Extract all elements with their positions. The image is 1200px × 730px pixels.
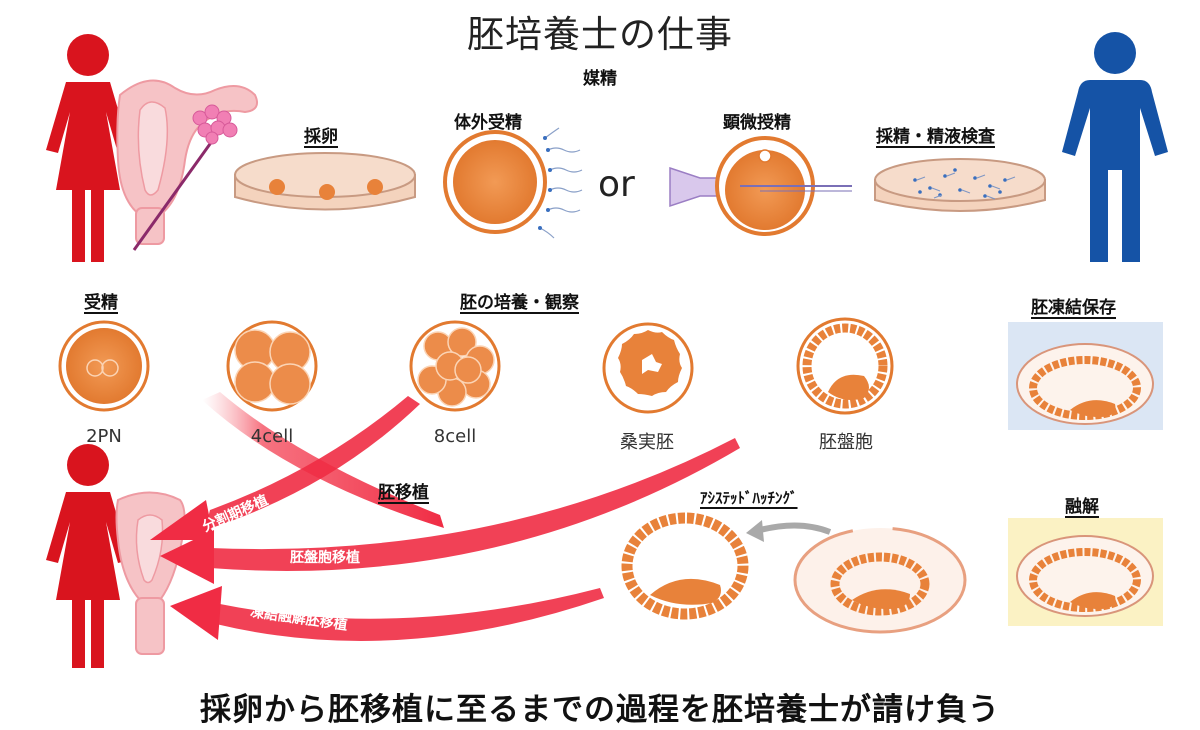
stage-2pn-label: 2PN xyxy=(86,426,122,447)
thawing-label: 融解 xyxy=(1065,497,1099,517)
sperm-dish-icon xyxy=(874,158,1046,212)
transfer-arrow-cleavage xyxy=(150,392,444,540)
stage-blastocyst-label: 胚盤胞 xyxy=(819,432,873,453)
egg-retrieval-dish-icon xyxy=(234,152,416,211)
ivf-label: 体外受精 xyxy=(454,113,522,133)
transfer-arrow-blastocyst xyxy=(160,438,740,584)
cryopreservation-panel-icon xyxy=(1008,322,1163,430)
embryo-morula-icon xyxy=(602,322,694,414)
culture-observation-label: 胚の培養・観察 xyxy=(460,293,579,313)
embryo-2pn-icon xyxy=(58,320,150,412)
assisted-hatching-icon xyxy=(621,512,967,634)
embryo-transfer-label: 胚移植 xyxy=(378,483,429,503)
assisted-hatching-label: ｱｼｽﾃｯﾄﾞﾊｯﾁﾝｸﾞ xyxy=(700,489,798,507)
thawing-panel-icon xyxy=(1008,518,1163,626)
embryo-8cell-icon xyxy=(409,320,501,412)
icsi-egg-icon xyxy=(669,136,852,236)
cryopreservation-label: 胚凍結保存 xyxy=(1031,298,1116,318)
male-figure-icon xyxy=(1062,32,1168,262)
arrow-label-blastocyst: 胚盤胞移植 xyxy=(290,550,360,566)
ivf-egg-icon xyxy=(443,127,583,239)
page-title: 胚培養士の仕事 xyxy=(467,13,733,56)
footer-caption: 採卵から胚移植に至るまでの過程を胚培養士が請け負う xyxy=(200,692,1000,728)
stage-8cell-label: 8cell xyxy=(433,426,477,447)
fertilization-label: 受精 xyxy=(84,293,118,313)
icsi-label: 顕微授精 xyxy=(723,113,791,133)
transfer-arrow-frozen xyxy=(170,586,604,641)
uterus-ovary-top-icon xyxy=(116,79,258,251)
stage-morula-label: 桑実胚 xyxy=(620,432,674,453)
egg-retrieval-label: 採卵 xyxy=(304,127,338,147)
embryo-4cell-icon xyxy=(226,320,318,412)
fertilization-header: 媒精 xyxy=(583,69,617,89)
sperm-collection-label: 採精・精液検査 xyxy=(876,127,995,147)
uterus-bottom-icon xyxy=(115,491,186,655)
female-figure-top-icon xyxy=(46,34,130,262)
embryo-blastocyst-icon xyxy=(796,317,894,415)
stage-4cell-label: 4cell xyxy=(250,426,294,447)
female-figure-bottom-icon xyxy=(46,444,130,668)
or-label: or xyxy=(598,164,635,205)
